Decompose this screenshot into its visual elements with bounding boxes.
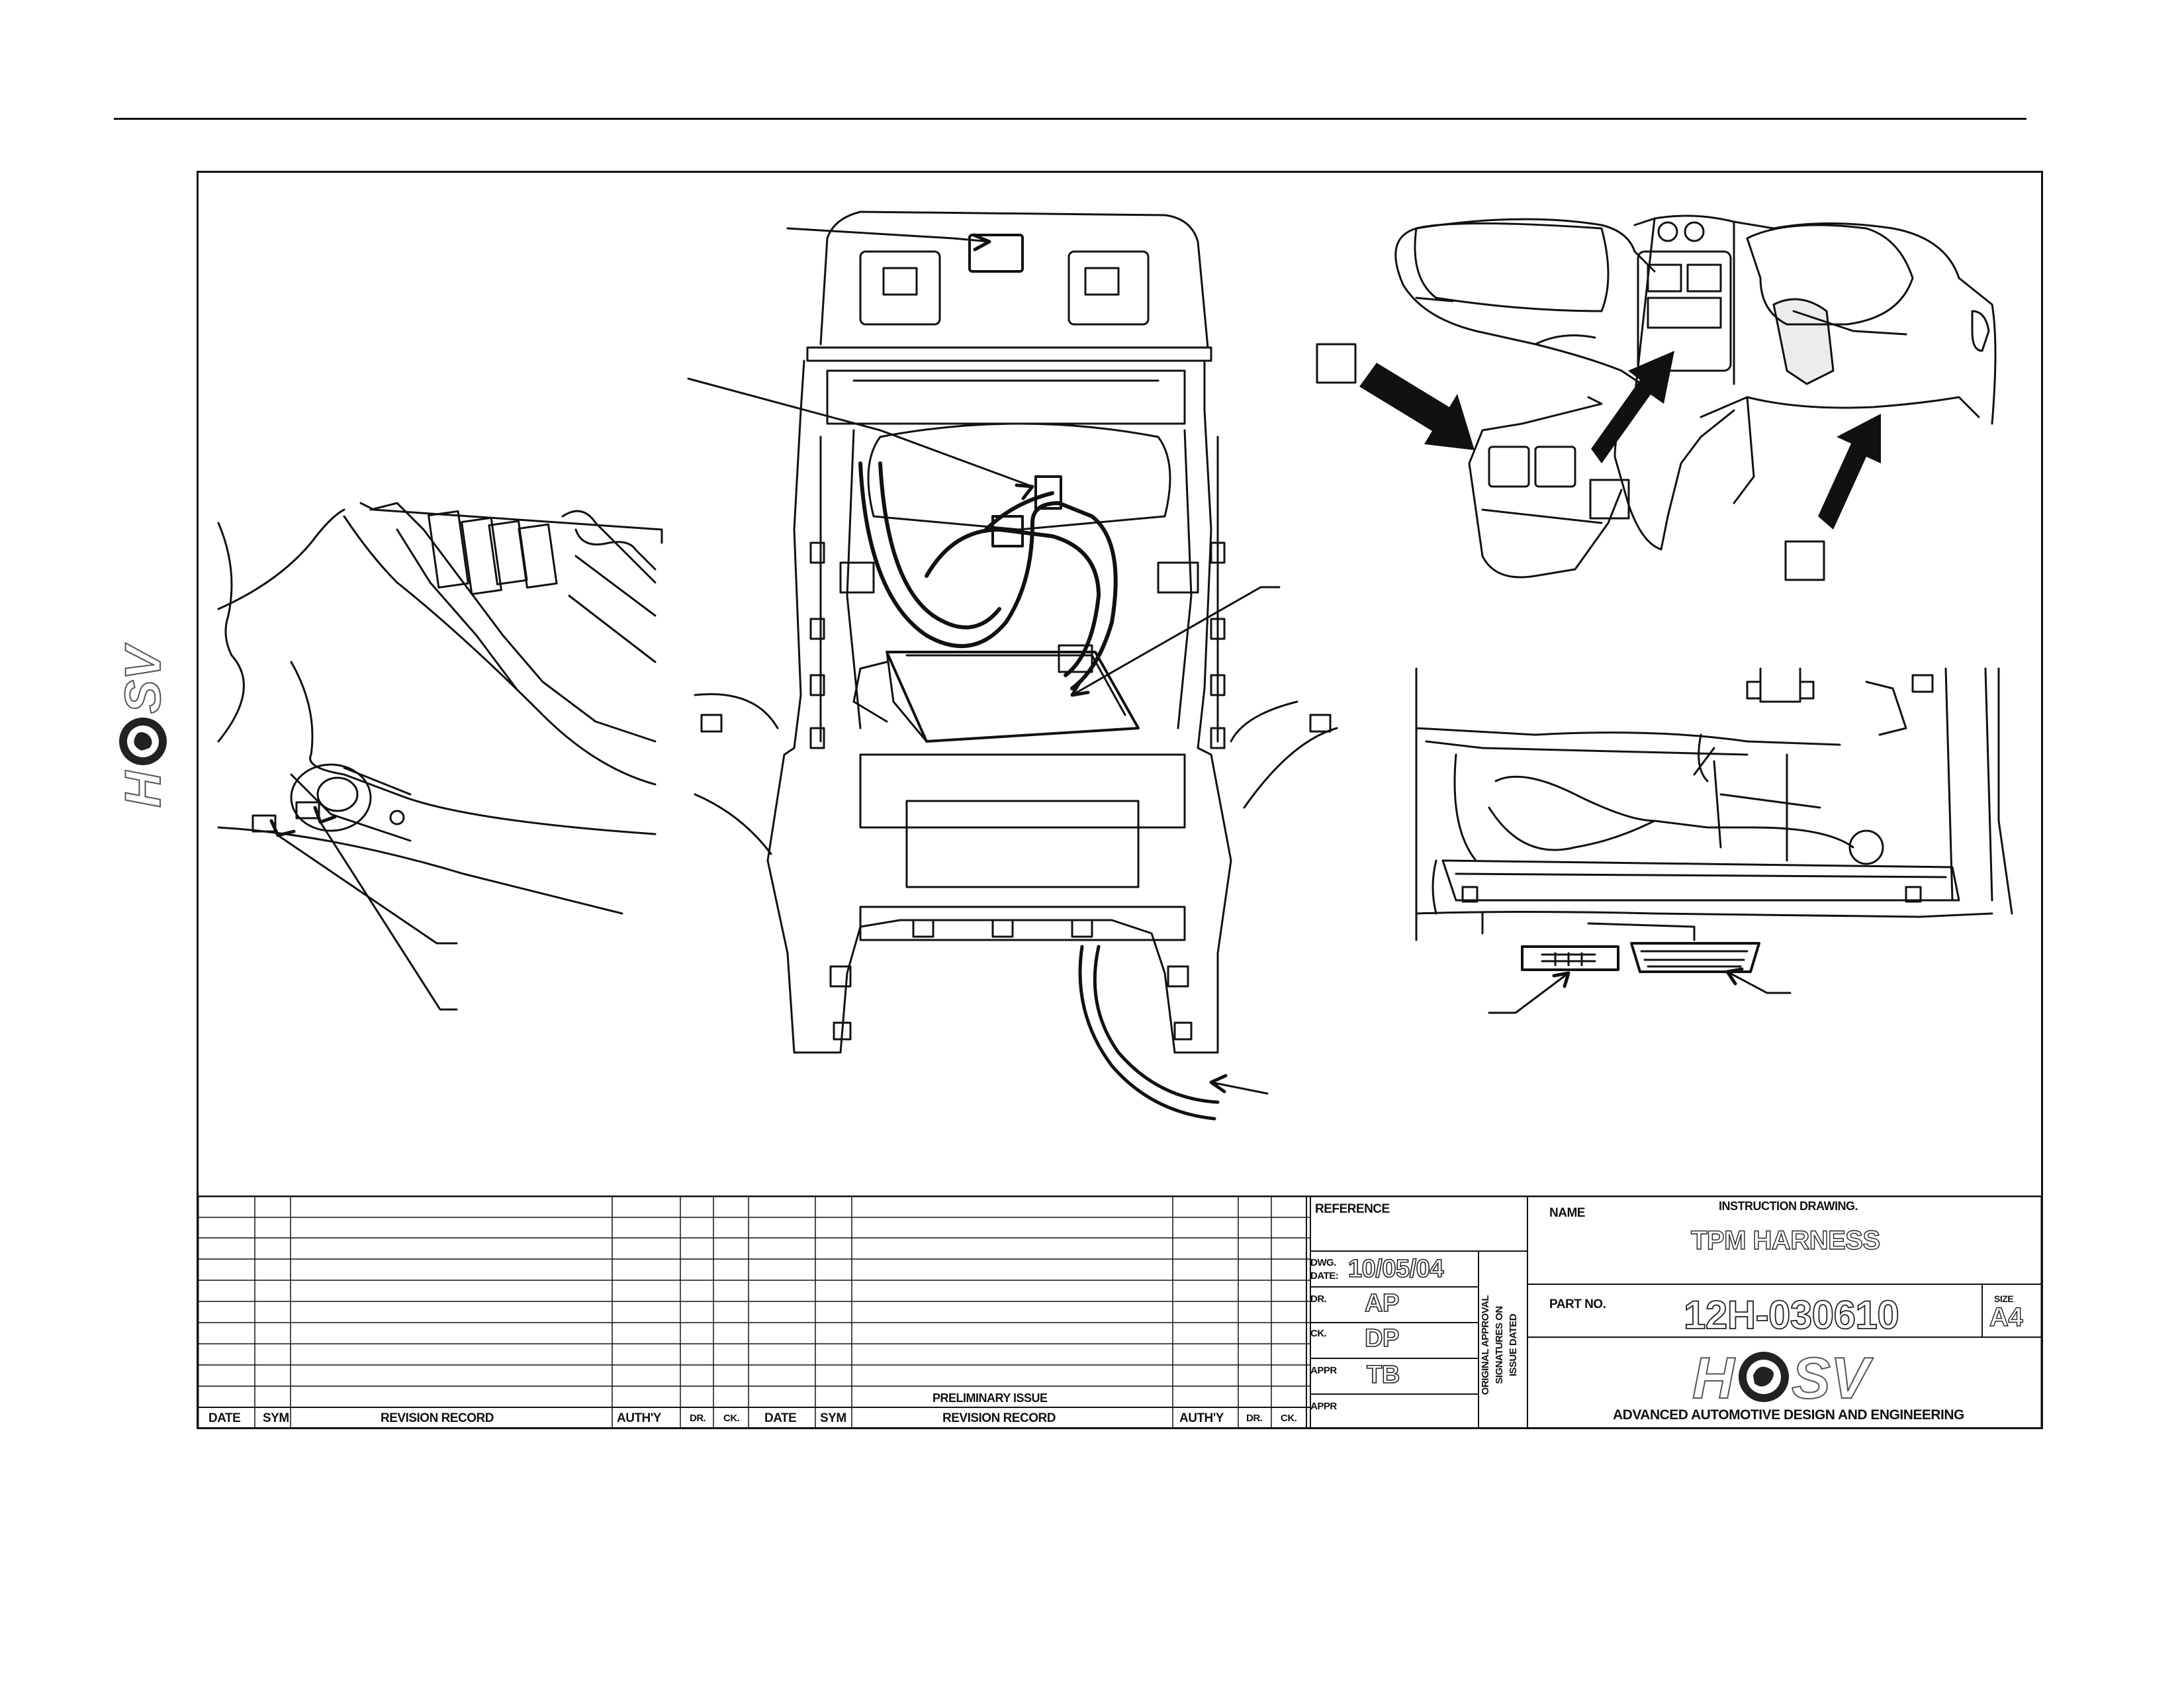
rev-header-ck: CK.	[723, 1413, 740, 1424]
side-hsv-logo: H SV	[114, 642, 172, 808]
size-label: SIZE	[1994, 1293, 2014, 1304]
rev-header-authority: AUTH'Y	[617, 1411, 661, 1425]
approved-by-label-2: APPR	[1310, 1401, 1337, 1412]
center-view-console	[687, 211, 1338, 1121]
bottom-right-view-obd	[1415, 667, 2013, 1014]
rev-header-sym-2: SYM	[820, 1411, 846, 1425]
approval-note-line-1: ORIGINAL APPROVAL	[1480, 1295, 1491, 1395]
title-block-grid	[197, 1196, 2043, 1429]
dwg-date-value: 10/05/04	[1347, 1254, 1444, 1284]
rev-header-dr: DR.	[690, 1413, 706, 1424]
drawing-title: TPM HARNESS	[1690, 1225, 1881, 1255]
approved-by-value: TB	[1366, 1360, 1400, 1389]
rev-header-record: REVISION RECORD	[381, 1411, 494, 1425]
side-logo-sv: SV	[115, 643, 171, 714]
rev-header-authority-2: AUTH'Y	[1179, 1411, 1224, 1425]
company-tagline: ADVANCED AUTOMOTIVE DESIGN AND ENGINEERI…	[1613, 1407, 1964, 1423]
part-number-value: 12H-030610	[1683, 1292, 1900, 1338]
drawn-by-value: AP	[1364, 1289, 1400, 1318]
preliminary-issue-label: PRELIMINARY ISSUE	[933, 1391, 1048, 1405]
reference-label: REFERENCE	[1315, 1202, 1390, 1216]
left-view-footwell	[217, 502, 663, 1011]
side-logo-h: H	[115, 770, 171, 808]
part-number-label: PART NO.	[1549, 1297, 1606, 1311]
original-approval-note: ORIGINAL APPROVAL SIGNATURES ON ISSUE DA…	[1479, 1268, 1527, 1427]
top-right-view-dashboard	[1316, 214, 1997, 581]
checked-by-value: DP	[1364, 1324, 1400, 1353]
approved-by-label: APPR	[1310, 1365, 1337, 1376]
svg-text:SV: SV	[1792, 1346, 1874, 1406]
name-label: NAME	[1549, 1206, 1585, 1220]
rev-header-date: DATE	[208, 1411, 241, 1425]
dwg-date-label: DWG. DATE:	[1310, 1257, 1339, 1282]
illustrations	[217, 211, 2013, 1121]
svg-text:H: H	[1692, 1346, 1736, 1406]
rev-header-ck-2: CK.	[1281, 1413, 1297, 1424]
drawn-by-label: DR.	[1310, 1293, 1327, 1305]
rev-header-sym: SYM	[263, 1411, 289, 1425]
rev-header-dr-2: DR.	[1246, 1413, 1263, 1424]
drawing-type: INSTRUCTION DRAWING.	[1719, 1199, 1858, 1213]
approval-note-line-2: SIGNATURES ON	[1494, 1306, 1505, 1384]
rev-header-date-2: DATE	[764, 1411, 797, 1425]
size-value: A4	[1989, 1302, 2023, 1332]
title-block: DATE SYM REVISION RECORD AUTH'Y DR. CK. …	[197, 1196, 2043, 1429]
title-block-hsv-logo: H SV	[1692, 1346, 1874, 1406]
rev-header-record-2: REVISION RECORD	[942, 1411, 1056, 1425]
checked-by-label: CK.	[1310, 1328, 1327, 1339]
top-rule	[114, 118, 2026, 120]
approval-note-line-3: ISSUE DATED	[1508, 1313, 1519, 1377]
